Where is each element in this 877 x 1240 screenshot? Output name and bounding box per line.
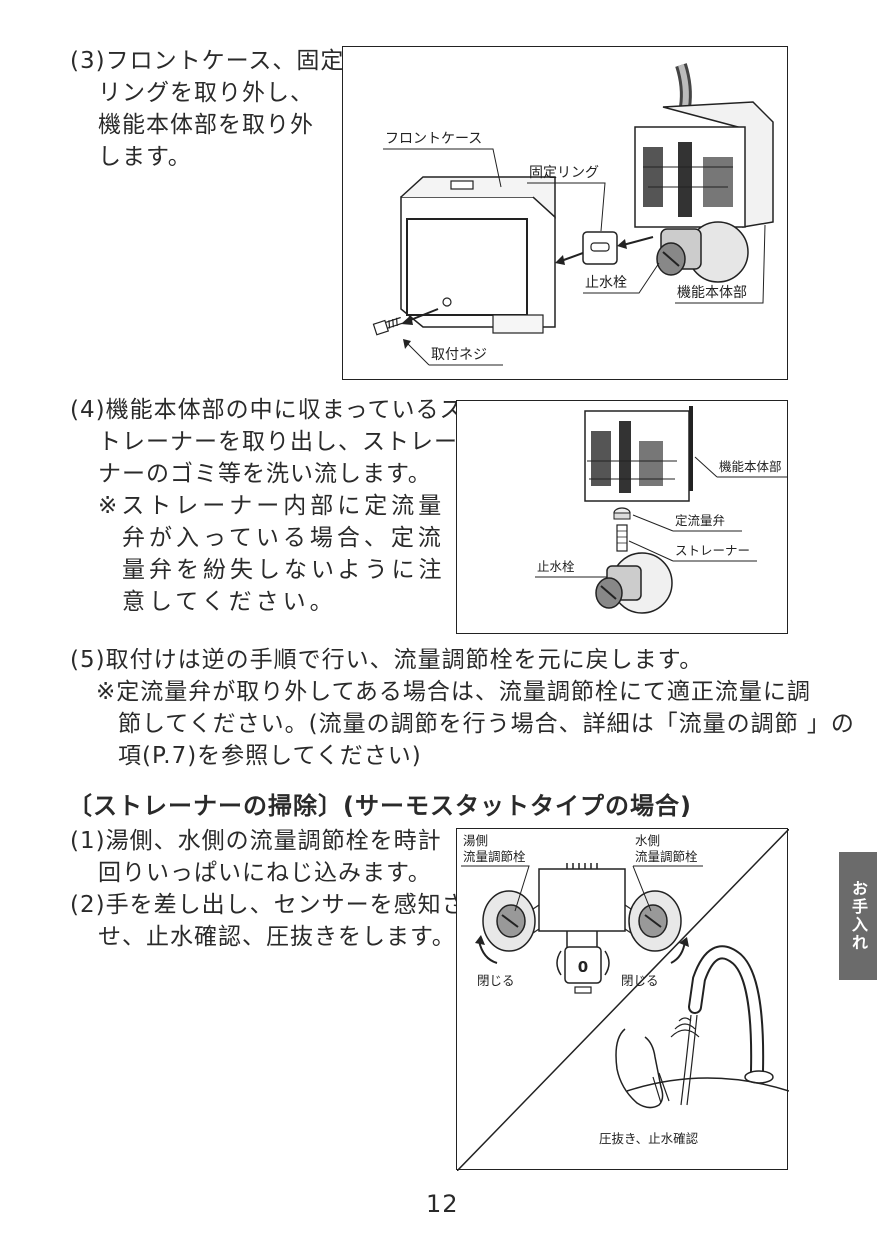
figure-thermostat-drawing: 0 湯側 流量調節栓 水側 流量調節栓 閉じる 閉じる 圧抜き、止水確認 (457, 829, 789, 1171)
side-tab-care[interactable]: お手入れ (839, 852, 877, 980)
page-number: 12 (426, 1190, 459, 1218)
step3-line-1: (3)フロントケース、固定 (70, 48, 345, 74)
label-hot-side: 湯側 (463, 833, 488, 848)
label-fixing-ring: 固定リング (529, 165, 599, 181)
section-heading: 〔ストレーナーの掃除〕(サーモスタットタイプの場合) (68, 792, 692, 820)
label-stop-valve-2: 止水栓 (537, 559, 575, 574)
step3-line-2: リングを取り外し、 (98, 80, 314, 106)
step5-line: (5)取付けは逆の手順で行い、流量調節栓を元に戻します。 (70, 647, 704, 673)
side-tab-label: お手入れ (849, 880, 868, 952)
step4-text: (4)機能本体部の中に収まっているス トレーナーを取り出し、ストレー ナーのゴミ… (70, 394, 464, 618)
label-stop-valve: 止水栓 (585, 275, 627, 291)
step4-line-1: (4)機能本体部の中に収まっているス (70, 397, 464, 423)
figure-strainer-removal: 機能本体部 定流量弁 ストレーナー 止水栓 (456, 400, 788, 634)
label-constant-flow-valve: 定流量弁 (675, 513, 725, 528)
thermo-step2-line-2: せ、止水確認、圧抜きをします。 (98, 924, 456, 950)
step4-line-3: ナーのゴミ等を洗い流します。 (98, 461, 432, 487)
thermo-step2-line-1: (2)手を差し出し、センサーを感知さ (70, 892, 466, 918)
label-cold-flow-valve: 流量調節栓 (635, 849, 698, 864)
knob-value: 0 (578, 958, 588, 976)
label-close-right: 閉じる (621, 973, 659, 988)
step5-note-line-2: 節してください。(流量の調節を行う場合、詳細は「流量の調節 」の (118, 711, 855, 737)
step4-line-2: トレーナーを取り出し、ストレー (98, 429, 458, 455)
step4-note-line-3: 量弁を紛失しないように注 (122, 557, 446, 583)
label-caption: 圧抜き、止水確認 (599, 1131, 699, 1146)
thermo-step1-line-1: (1)湯側、水側の流量調節栓を時計 (70, 828, 442, 854)
label-cold-side: 水側 (635, 833, 660, 848)
label-main-body: 機能本体部 (677, 285, 747, 301)
thermo-step1-line-2: 回りいっぱいにねじ込みます。 (98, 860, 432, 886)
label-screw: 取付ネジ (431, 347, 487, 363)
step4-note-line-2: 弁が入っている場合、定流 (122, 525, 445, 551)
step3-text: (3)フロントケース、固定 リングを取り外し、 機能本体部を取り外 します。 (70, 45, 344, 173)
figure-strainer-drawing: 機能本体部 定流量弁 ストレーナー 止水栓 (535, 406, 787, 614)
step4-note-line-4: 意してください。 (122, 589, 337, 615)
label-strainer: ストレーナー (675, 543, 750, 558)
step5-text: (5)取付けは逆の手順で行い、流量調節栓を元に戻します。 ※定流量弁が取り外して… (70, 644, 855, 772)
step5-note-line-1: ※定流量弁が取り外してある場合は、流量調節栓にて適正流量に調 (96, 679, 811, 705)
step3-line-3: 機能本体部を取り外 (98, 112, 314, 138)
thermo-steps: (1)湯側、水側の流量調節栓を時計 回りいっぱいにねじ込みます。 (2)手を差し… (70, 825, 466, 953)
figure-front-case-drawing: フロントケース 固定リング 止水栓 機能本体部 取付ネジ (372, 63, 774, 366)
step5-note-line-3: 項(P.7)を参照してください) (118, 743, 422, 769)
step4-note-line-1: ※ストレーナー内部に定流量 (98, 493, 446, 519)
label-front-case: フロントケース (385, 131, 482, 147)
label-close-left: 閉じる (477, 973, 515, 988)
step3-line-4: します。 (98, 144, 192, 170)
label-main-body-2: 機能本体部 (719, 459, 782, 474)
figure-front-case-removal: フロントケース 固定リング 止水栓 機能本体部 取付ネジ (342, 46, 788, 380)
label-hot-flow-valve: 流量調節栓 (463, 849, 526, 864)
figure-thermostat-valves: 0 湯側 流量調節栓 水側 流量調節栓 閉じる 閉じる 圧抜き、止水確認 (456, 828, 789, 1171)
